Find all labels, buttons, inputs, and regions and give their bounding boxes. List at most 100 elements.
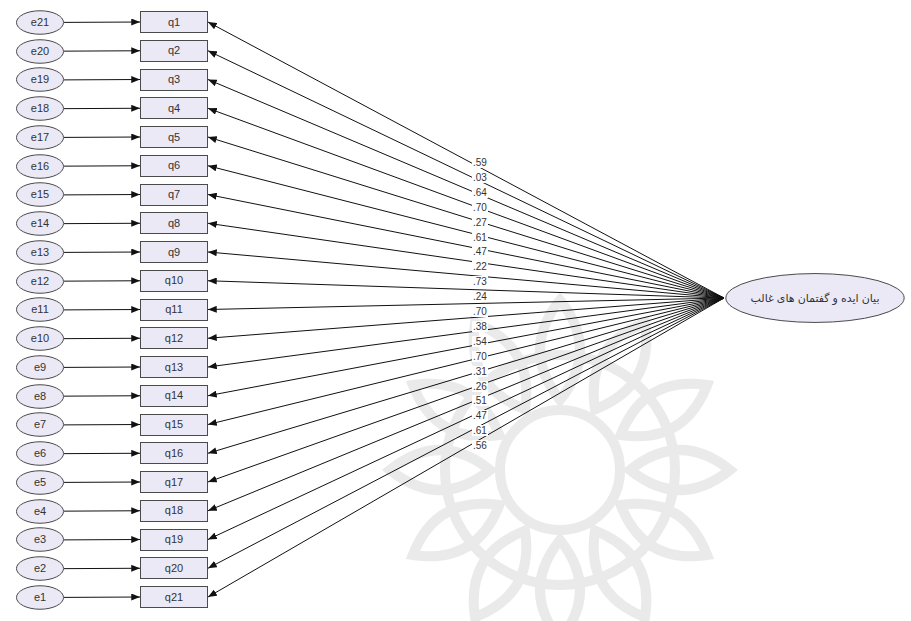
observed-variable: q20 bbox=[140, 557, 208, 579]
loading-value: .70 bbox=[472, 306, 488, 317]
node-text: q17 bbox=[165, 476, 183, 489]
node-text: e17 bbox=[31, 131, 49, 144]
observed-variable: q1 bbox=[140, 11, 208, 33]
node-text: e8 bbox=[34, 390, 46, 403]
observed-variable: q7 bbox=[140, 184, 208, 206]
ellipse-shape bbox=[16, 528, 63, 552]
error-term: e14 bbox=[16, 211, 64, 236]
node-text: q15 bbox=[165, 418, 183, 431]
path-arrow bbox=[208, 223, 724, 298]
path-arrow bbox=[208, 298, 724, 396]
observed-variable: q18 bbox=[140, 500, 208, 522]
node-text: q5 bbox=[168, 131, 180, 144]
observed-variable: q11 bbox=[140, 299, 208, 321]
watermark-petal bbox=[458, 521, 543, 621]
watermark-petal bbox=[611, 368, 718, 453]
node-text: e10 bbox=[31, 332, 49, 345]
path-arrow bbox=[64, 510, 140, 511]
node-text: q2 bbox=[168, 44, 180, 57]
loading-value: .70 bbox=[472, 351, 488, 362]
path-arrow bbox=[64, 568, 140, 569]
path-arrow bbox=[208, 252, 724, 298]
loading-value: .27 bbox=[472, 217, 488, 228]
observed-variable: q9 bbox=[140, 241, 208, 263]
path-arrow bbox=[64, 395, 140, 396]
path-arrow bbox=[64, 597, 140, 598]
loading-value: .51 bbox=[472, 395, 488, 406]
path-arrow bbox=[64, 223, 140, 224]
node-text: e11 bbox=[31, 303, 49, 316]
loading-value: .38 bbox=[472, 321, 488, 332]
path-arrow bbox=[208, 281, 724, 298]
node-text: q7 bbox=[168, 188, 180, 201]
path-arrow bbox=[208, 137, 724, 298]
node-text: q9 bbox=[168, 246, 180, 259]
loading-value: .61 bbox=[472, 232, 488, 243]
path-arrow bbox=[208, 298, 724, 482]
observed-variable: q3 bbox=[140, 69, 208, 91]
node-text: q13 bbox=[165, 361, 183, 374]
ellipse-shape bbox=[726, 274, 904, 323]
path-arrow bbox=[64, 453, 140, 454]
error-term: e1 bbox=[16, 585, 64, 610]
ellipse-shape bbox=[16, 97, 63, 121]
error-term: e11 bbox=[16, 297, 64, 322]
node-text: e12 bbox=[31, 275, 49, 288]
observed-variable: q8 bbox=[140, 212, 208, 234]
path-arrow bbox=[208, 298, 724, 367]
path-arrow bbox=[64, 309, 140, 310]
node-text: q20 bbox=[165, 562, 183, 575]
path-arrow bbox=[64, 482, 140, 483]
observed-variable: q17 bbox=[140, 471, 208, 493]
node-text: بیان ایده و گفتمان های غالب bbox=[751, 292, 880, 305]
loading-value: .31 bbox=[472, 366, 488, 377]
ellipse-shape bbox=[16, 126, 63, 150]
node-text: q11 bbox=[165, 303, 183, 316]
ellipse-shape bbox=[16, 269, 63, 293]
ellipse-shape bbox=[16, 557, 63, 581]
node-text: q6 bbox=[168, 159, 180, 172]
observed-variable: q10 bbox=[140, 270, 208, 292]
path-arrow bbox=[64, 338, 140, 339]
ellipse-shape bbox=[16, 183, 63, 207]
path-arrow bbox=[208, 22, 724, 298]
watermark-petal bbox=[578, 521, 663, 621]
ellipse-shape bbox=[16, 298, 63, 322]
error-term: e13 bbox=[16, 240, 64, 265]
observed-variable: q19 bbox=[140, 529, 208, 551]
loading-value: .47 bbox=[472, 410, 488, 421]
path-arrow bbox=[208, 195, 724, 299]
observed-variable: q2 bbox=[140, 40, 208, 62]
ellipse-shape bbox=[16, 39, 63, 63]
loading-value: .70 bbox=[472, 202, 488, 213]
path-arrow bbox=[208, 298, 724, 453]
watermark-petal bbox=[630, 450, 730, 490]
path-arrow bbox=[64, 137, 140, 138]
ellipse-shape bbox=[16, 442, 63, 466]
error-term: e2 bbox=[16, 556, 64, 581]
node-text: q4 bbox=[168, 102, 180, 115]
error-term: e4 bbox=[16, 499, 64, 524]
error-term: e6 bbox=[16, 441, 64, 466]
ellipse-shape bbox=[16, 499, 63, 523]
path-arrow bbox=[208, 298, 724, 425]
path-arrow bbox=[208, 166, 724, 298]
node-text: e7 bbox=[34, 418, 46, 431]
ellipse-shape bbox=[16, 154, 63, 178]
ellipse-shape bbox=[16, 11, 63, 35]
observed-variable: q12 bbox=[140, 327, 208, 349]
node-text: q1 bbox=[168, 16, 180, 29]
node-text: e5 bbox=[34, 476, 46, 489]
observed-variable: q5 bbox=[140, 126, 208, 148]
node-text: e14 bbox=[31, 217, 49, 230]
path-arrow bbox=[64, 367, 140, 368]
ellipse-shape bbox=[16, 241, 63, 265]
node-text: e6 bbox=[34, 447, 46, 460]
path-arrow bbox=[208, 80, 724, 299]
latent-variable: بیان ایده و گفتمان های غالب bbox=[724, 272, 906, 324]
node-text: q18 bbox=[165, 504, 183, 517]
path-arrow bbox=[64, 108, 140, 109]
loading-value: .64 bbox=[472, 187, 488, 198]
loading-value: .47 bbox=[472, 246, 488, 257]
observed-variable: q6 bbox=[140, 155, 208, 177]
